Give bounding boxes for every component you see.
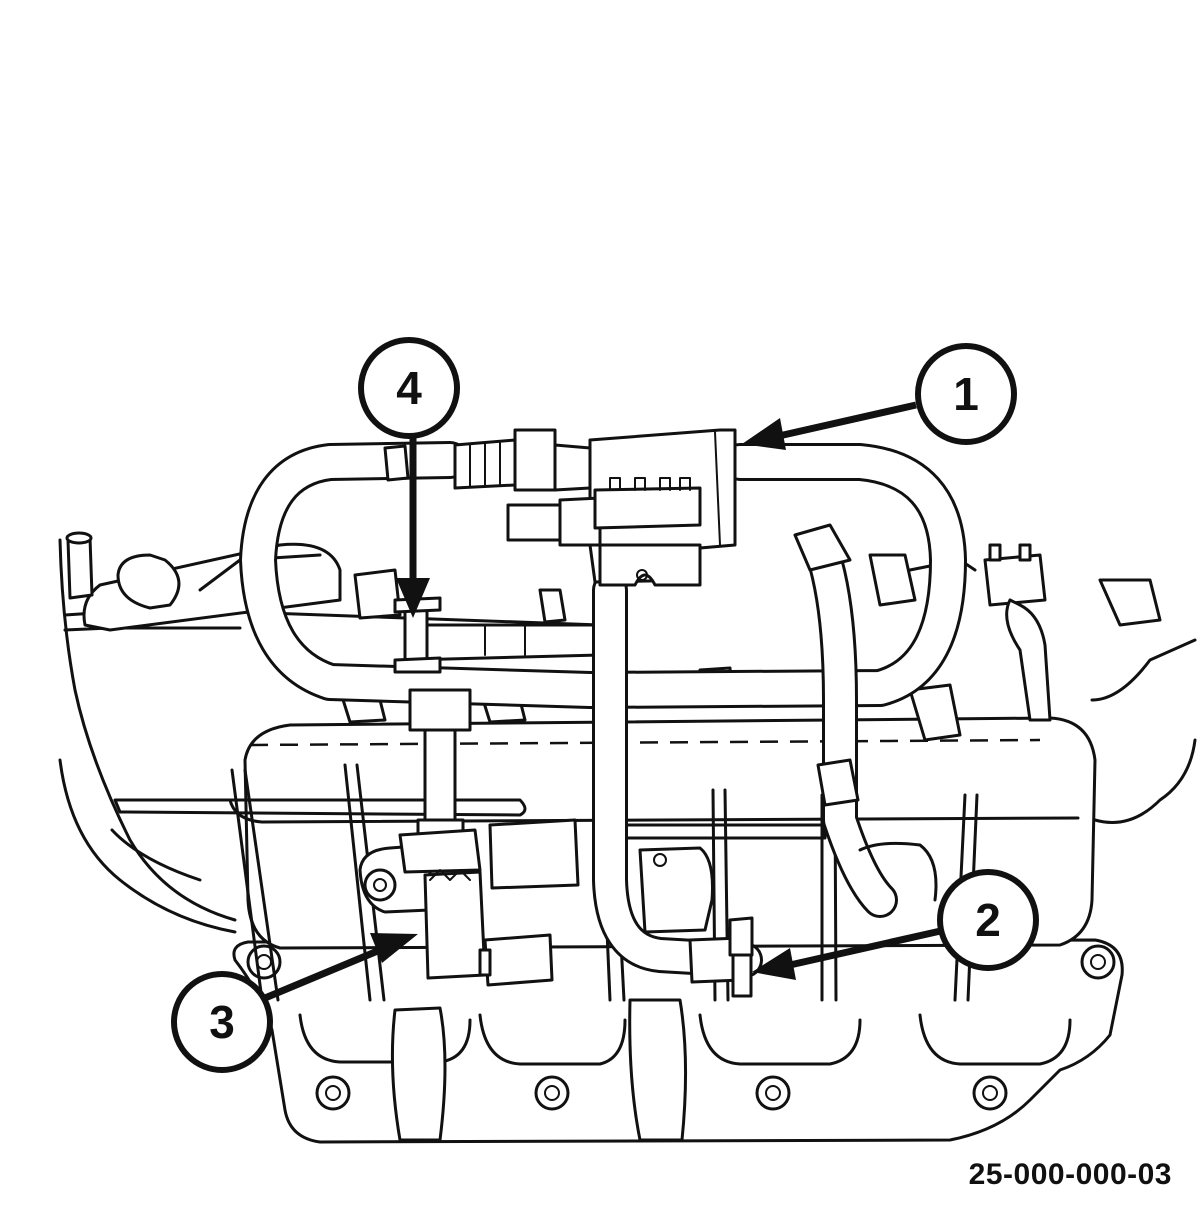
- fuel-rail-assembly: [63, 531, 1047, 742]
- vacuum-hose-right: [793, 523, 1052, 918]
- callout-2: 2: [937, 869, 1039, 971]
- callout-1-number: 1: [953, 368, 979, 420]
- leader-arrow-2: [752, 926, 946, 980]
- figure-id-label: 25-000-000-03: [968, 1158, 1172, 1191]
- leader-arrow-1: [742, 401, 917, 450]
- purge-solenoid-valve: [453, 428, 737, 587]
- purge-hose-loop: [239, 441, 967, 709]
- callout-2-number: 2: [975, 894, 1001, 946]
- hose-to-connector-2: [592, 572, 763, 998]
- callout-4-number: 4: [396, 362, 422, 414]
- leader-arrow-4: [396, 438, 430, 618]
- callout-1: 1: [915, 343, 1017, 445]
- leader-arrow-3: [263, 933, 418, 1002]
- callout-4: 4: [358, 337, 460, 439]
- callout-3: 3: [171, 971, 273, 1073]
- vacuum-solenoid-valve: [358, 818, 688, 1142]
- callout-3-number: 3: [209, 996, 235, 1048]
- flange-bolt-holes: [246, 944, 1116, 1111]
- leader-arrows: [263, 401, 946, 1002]
- center-port-boss: [638, 841, 938, 934]
